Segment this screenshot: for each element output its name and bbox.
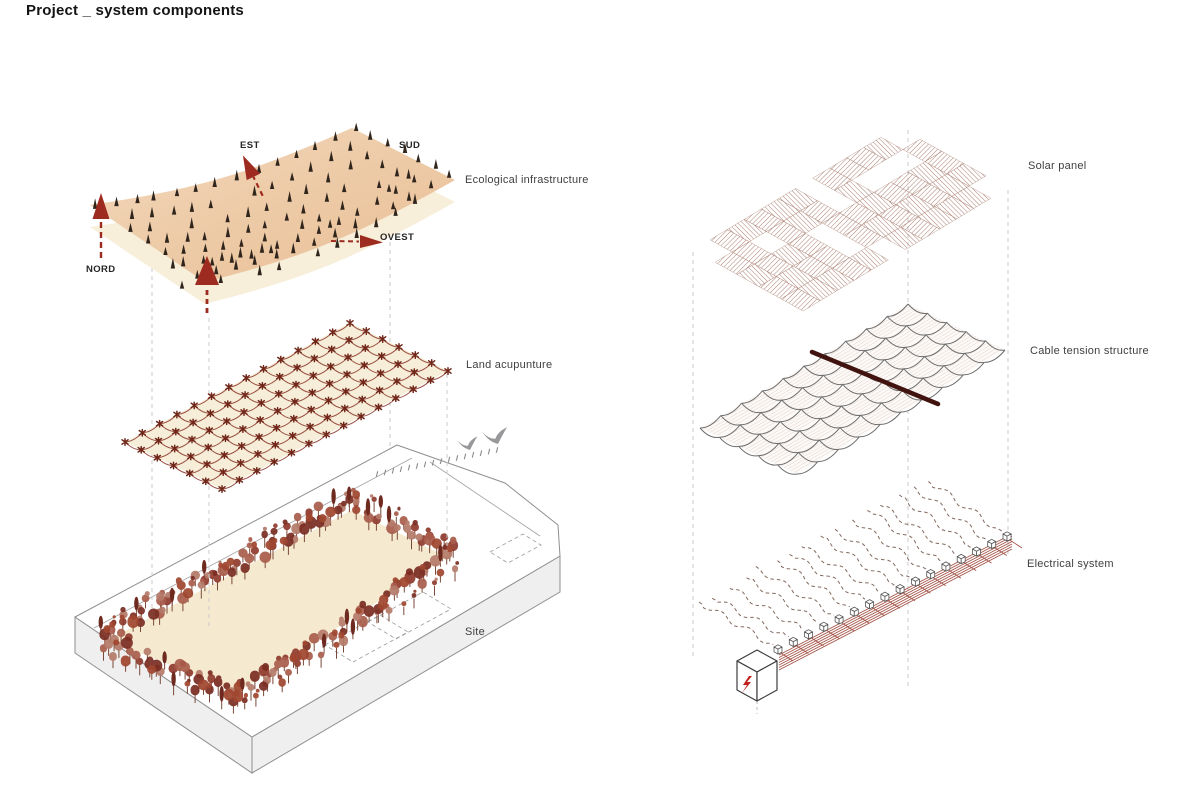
compass-label-est: EST [240, 140, 260, 151]
land-acupuncture-layer [121, 319, 452, 493]
compass-label-ovest: OVEST [380, 232, 415, 243]
site-layer [74, 444, 561, 774]
cable-tension-structure-layer [699, 303, 1006, 475]
solar-panel-layer [709, 137, 992, 312]
compass-arrows [92, 155, 383, 313]
page-title: Project _ system components [26, 2, 244, 19]
label-electrical-system: Electrical system [1027, 558, 1114, 570]
compass-label-nord: NORD [86, 264, 116, 275]
label-site: Site [465, 626, 485, 638]
label-land-acupunture: Land acupunture [466, 359, 553, 371]
electrical-system-layer [698, 481, 1023, 714]
label-ecological-infrastructure: Ecological infrastructure [465, 174, 589, 186]
ecological-infrastructure-layer [90, 122, 455, 304]
label-solar-panel: Solar panel [1028, 160, 1087, 172]
label-cable-tension-structure: Cable tension structure [1030, 345, 1149, 357]
birds-icon [457, 427, 508, 450]
compass-label-sud: SUD [399, 140, 421, 151]
